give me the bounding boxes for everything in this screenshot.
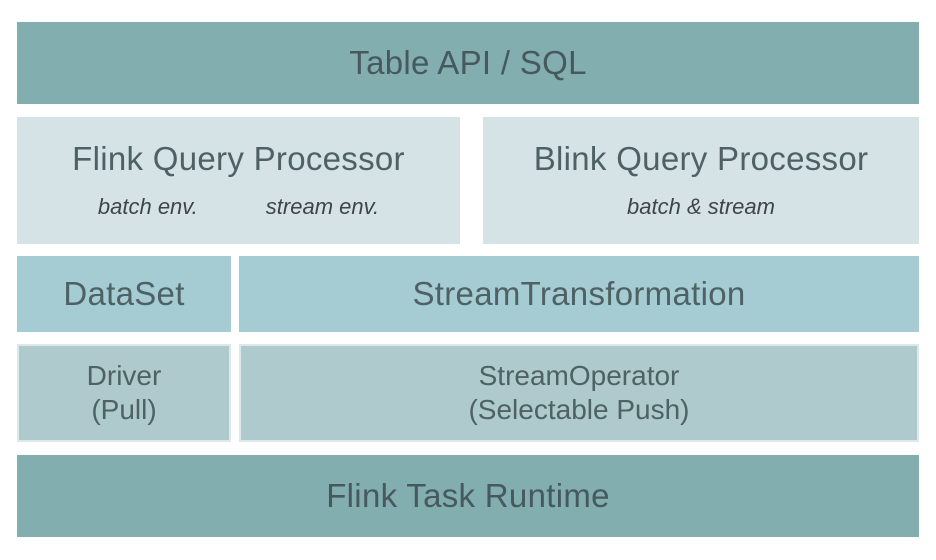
box-dataset: DataSet <box>17 256 231 332</box>
stream-operator-label-line1: StreamOperator <box>478 359 680 391</box>
flink-query-processor-title: Flink Query Processor <box>72 139 405 177</box>
stream-operator-label-line2: (Selectable Push) <box>468 394 690 425</box>
box-blink-query-processor: Blink Query Processor batch & stream <box>483 117 919 244</box>
flink-query-processor-sublabels: batch env. stream env. <box>98 194 379 220</box>
layer-table-api-sql-label: Table API / SQL <box>349 44 587 81</box>
flink-stream-env-label: stream env. <box>265 194 380 220</box>
dataset-label: DataSet <box>63 275 185 312</box>
layer-flink-task-runtime: Flink Task Runtime <box>17 455 919 537</box>
blink-batch-stream-label: batch & stream <box>627 194 775 220</box>
stream-transformation-label: StreamTransformation <box>412 275 746 312</box>
blink-query-processor-sublabels: batch & stream <box>627 194 775 220</box>
box-driver-pull: Driver (Pull) <box>17 344 231 442</box>
flink-task-runtime-label: Flink Task Runtime <box>326 477 610 514</box>
layer-table-api-sql: Table API / SQL <box>17 22 919 104</box>
box-stream-operator: StreamOperator (Selectable Push) <box>239 344 919 442</box>
box-stream-transformation: StreamTransformation <box>239 256 919 332</box>
blink-query-processor-title: Blink Query Processor <box>533 139 869 177</box>
box-flink-query-processor: Flink Query Processor batch env. stream … <box>17 117 460 244</box>
flink-batch-env-label: batch env. <box>97 194 198 220</box>
driver-label-line2: (Pull) <box>91 394 157 425</box>
driver-label-line1: Driver <box>86 359 162 391</box>
